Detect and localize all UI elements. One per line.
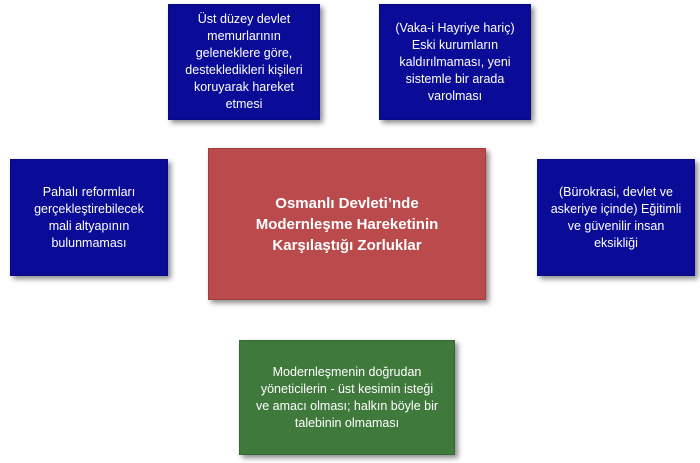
- box-center-text: Osmanlı Devleti’nde Modernleşme Hareketi…: [255, 194, 439, 254]
- box-center-title: Osmanlı Devleti’nde Modernleşme Hareketi…: [208, 148, 486, 300]
- box-right-text: (Bürokrasi, devlet ve askeriye içinde) E…: [550, 184, 682, 250]
- box-left-text: Pahalı reformları gerçekleştirebilecek m…: [34, 184, 144, 250]
- box-left: Pahalı reformları gerçekleştirebilecek m…: [10, 159, 168, 276]
- box-right: (Bürokrasi, devlet ve askeriye içinde) E…: [537, 159, 695, 276]
- box-top-left-text: Üst düzey devlet memurlarının gelenekler…: [185, 12, 303, 111]
- box-top-right: (Vaka-i Hayriye hariç) Eski kurumların k…: [379, 4, 531, 120]
- box-bottom-text: Modernleşmenin doğrudan yöneticilerin - …: [255, 364, 439, 430]
- box-top-right-text: (Vaka-i Hayriye hariç) Eski kurumların k…: [395, 20, 515, 103]
- box-top-left: Üst düzey devlet memurlarının gelenekler…: [168, 4, 320, 120]
- box-bottom: Modernleşmenin doğrudan yöneticilerin - …: [239, 340, 455, 455]
